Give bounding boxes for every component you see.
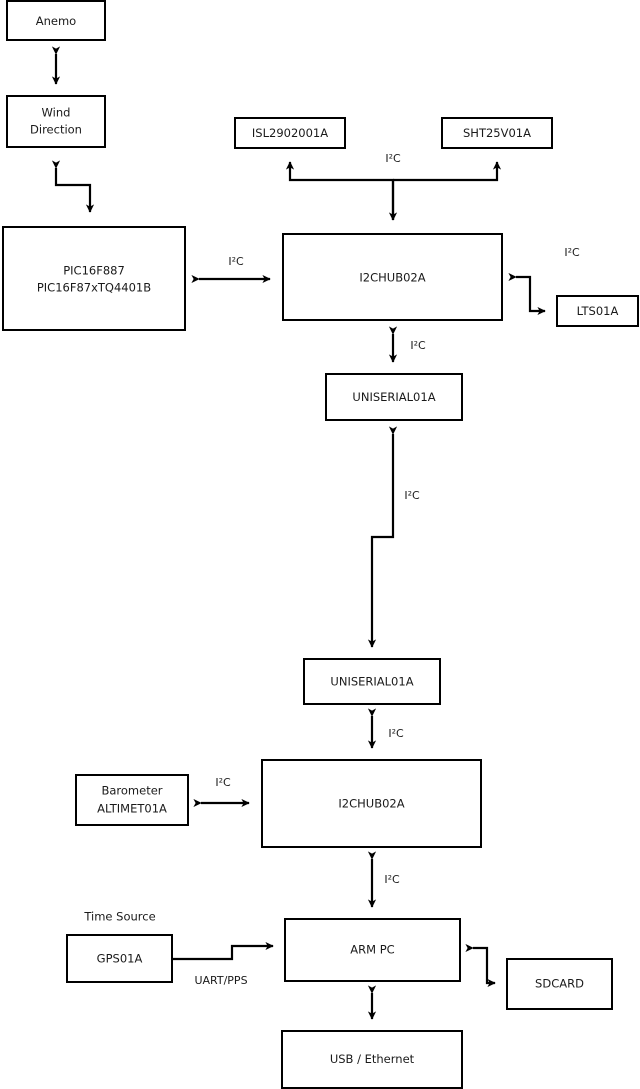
node-arm-pc[interactable]: ARM PC bbox=[284, 918, 461, 982]
edge-uniserial-uniserial bbox=[367, 426, 398, 648]
edge-label-i2c-isl-sht: I²C bbox=[385, 152, 401, 165]
edge-label-i2c-uniserial-link: I²C bbox=[404, 489, 420, 502]
edge-label-i2c-uniserial-hub: I²C bbox=[388, 727, 404, 740]
node-gps01a[interactable]: GPS01A bbox=[66, 934, 173, 983]
node-sht25v01a[interactable]: SHT25V01A bbox=[441, 117, 553, 149]
node-label-i2chub02a-bottom: I2CHUB02A bbox=[338, 797, 404, 811]
node-label-isl2902001a: ISL2902001A bbox=[252, 126, 328, 140]
edge-label-i2c-hub-arm: I²C bbox=[384, 873, 400, 886]
edge-hub-isl-sht bbox=[285, 161, 502, 221]
edge-label-i2c-barometer-hub: I²C bbox=[215, 776, 231, 789]
edges-layer bbox=[51, 46, 546, 1020]
node-label-lts01a: LTS01A bbox=[577, 304, 619, 318]
edge-label-uart-pps: UART/PPS bbox=[194, 974, 247, 987]
node-usb-ethernet[interactable]: USB / Ethernet bbox=[281, 1030, 463, 1089]
node-lts01a[interactable]: LTS01A bbox=[556, 295, 639, 327]
edge-gps-arm-pc bbox=[172, 941, 274, 961]
node-i2chub02a-bottom[interactable]: I2CHUB02A bbox=[261, 759, 482, 848]
node-anemo[interactable]: Anemo bbox=[6, 0, 106, 41]
free-labels-layer: Time Source bbox=[83, 910, 155, 924]
node-wind-direction[interactable]: Wind Direction bbox=[6, 95, 106, 148]
node-label-wind-direction-line1: Wind bbox=[42, 106, 71, 120]
node-label-barometer-line2: ALTIMET01A bbox=[97, 802, 167, 816]
edge-label-i2c-pic-hub: I²C bbox=[228, 255, 244, 268]
node-label-anemo: Anemo bbox=[36, 14, 76, 28]
node-label-wind-direction-line2: Direction bbox=[30, 123, 82, 137]
node-uniserial01a-bottom[interactable]: UNISERIAL01A bbox=[303, 658, 441, 705]
node-label-gps01a: GPS01A bbox=[97, 952, 143, 966]
node-label-sdcard: SDCARD bbox=[535, 977, 584, 991]
node-label-barometer-line1: Barometer bbox=[101, 784, 162, 798]
node-label-pic-line1: PIC16F887 bbox=[63, 264, 125, 278]
node-barometer-altimet01a[interactable]: Barometer ALTIMET01A bbox=[75, 774, 189, 826]
edge-arm-pc-sdcard bbox=[465, 943, 496, 988]
node-sdcard[interactable]: SDCARD bbox=[506, 958, 613, 1010]
edge-wind-direction-pic bbox=[51, 160, 95, 213]
node-i2chub02a-top[interactable]: I2CHUB02A bbox=[282, 233, 503, 321]
node-pic-microcontroller[interactable]: PIC16F887 PIC16F87xTQ4401B bbox=[2, 226, 186, 331]
node-label-i2chub02a-top: I2CHUB02A bbox=[359, 271, 425, 285]
node-label-arm-pc: ARM PC bbox=[350, 943, 394, 957]
node-label-sht25v01a: SHT25V01A bbox=[463, 126, 531, 140]
label-time-source: Time Source bbox=[83, 910, 155, 924]
edge-label-i2c-hub-lts: I²C bbox=[564, 246, 580, 259]
node-label-pic-line2: PIC16F87xTQ4401B bbox=[37, 281, 151, 295]
edge-hub-lts bbox=[508, 272, 546, 316]
edge-labels-layer: I²C I²C I²C I²C I²C I²C I²C I²C UART/PPS bbox=[194, 152, 580, 987]
node-uniserial01a-top[interactable]: UNISERIAL01A bbox=[325, 373, 463, 421]
node-label-usb-ethernet: USB / Ethernet bbox=[330, 1052, 415, 1066]
node-label-uniserial01a-bottom: UNISERIAL01A bbox=[330, 675, 413, 689]
node-label-uniserial01a-top: UNISERIAL01A bbox=[352, 390, 435, 404]
edge-label-i2c-hub-uniserial: I²C bbox=[410, 339, 426, 352]
node-isl2902001a[interactable]: ISL2902001A bbox=[234, 117, 346, 149]
